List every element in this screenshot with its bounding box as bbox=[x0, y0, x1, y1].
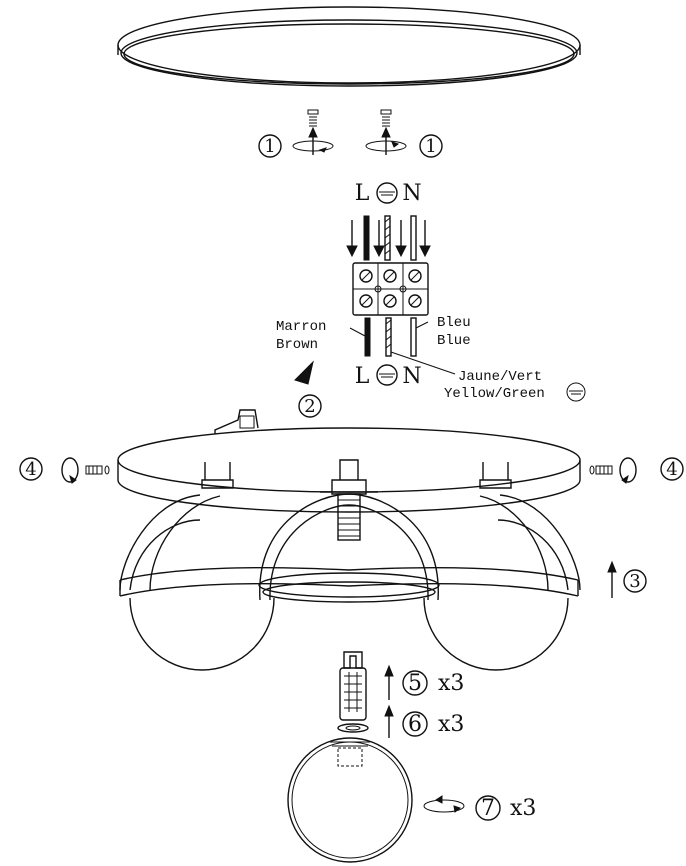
rotate-arrow-icon bbox=[423, 795, 465, 813]
step-1-left-label: 1 bbox=[264, 136, 275, 157]
earth-symbol-small-icon bbox=[566, 382, 586, 402]
blue-wire-label-fr: Bleu bbox=[437, 315, 471, 331]
screw-left-icon bbox=[292, 109, 334, 155]
earth-wire-label-fr: Jaune/Vert bbox=[458, 369, 542, 385]
step-7-quantity: x3 bbox=[510, 796, 536, 821]
step-6-arrow: 6 x3 bbox=[384, 704, 464, 738]
live-terminal-label-top: L bbox=[355, 181, 370, 206]
arm-ring bbox=[119, 567, 579, 603]
step-3-arrow: 3 bbox=[607, 560, 647, 598]
step-5-arrow: 5 x3 bbox=[384, 664, 464, 700]
step-2-label: 2 bbox=[304, 396, 315, 417]
step-7-badge: 7 x3 bbox=[475, 795, 536, 821]
step-6-label: 6 bbox=[408, 712, 422, 737]
step-1-right-badge: 1 bbox=[419, 134, 443, 158]
glass-globe bbox=[287, 737, 413, 863]
step-4-left-label: 4 bbox=[25, 459, 36, 480]
step-7-label: 7 bbox=[481, 796, 495, 821]
neutral-terminal-label-bottom: N bbox=[402, 364, 421, 389]
step-4-left-screw-icon bbox=[61, 457, 110, 484]
earth-wire-label-en: Yellow/Green bbox=[444, 386, 545, 402]
step-4-right-screw-icon bbox=[589, 457, 637, 484]
brown-wire-label-fr: Marron bbox=[276, 319, 326, 335]
retaining-ring bbox=[337, 723, 369, 733]
step-4-right-label: 4 bbox=[666, 459, 677, 480]
step-1-right-label: 1 bbox=[425, 136, 436, 157]
brown-wire-label-en: Brown bbox=[276, 337, 318, 353]
fixture-arms bbox=[119, 459, 581, 601]
step-3-label: 3 bbox=[629, 571, 640, 592]
step-1-left-badge: 1 bbox=[258, 134, 282, 158]
step-6-quantity: x3 bbox=[438, 712, 464, 737]
earth-symbol-bottom-icon bbox=[376, 364, 398, 386]
step-4-right-badge: 4 bbox=[660, 457, 684, 481]
g9-bulb-icon bbox=[339, 651, 367, 721]
step-2-arrow: 2 bbox=[294, 360, 322, 418]
live-terminal-label-bottom: L bbox=[355, 364, 370, 389]
step-4-left-badge: 4 bbox=[19, 457, 43, 481]
step-5-label: 5 bbox=[408, 671, 422, 696]
earth-symbol-icon bbox=[376, 182, 398, 204]
neutral-terminal-label-top: N bbox=[402, 181, 421, 206]
step-5-quantity: x3 bbox=[438, 671, 464, 696]
blue-wire-label-en: Blue bbox=[437, 333, 471, 349]
fixture-wires bbox=[349, 317, 456, 375]
terminal-block bbox=[352, 262, 429, 316]
right-globe bbox=[423, 519, 569, 671]
left-globe bbox=[129, 519, 275, 671]
wire-insert-arrows bbox=[346, 215, 431, 261]
ceiling-canopy bbox=[117, 6, 581, 87]
screw-right-icon bbox=[365, 109, 407, 155]
